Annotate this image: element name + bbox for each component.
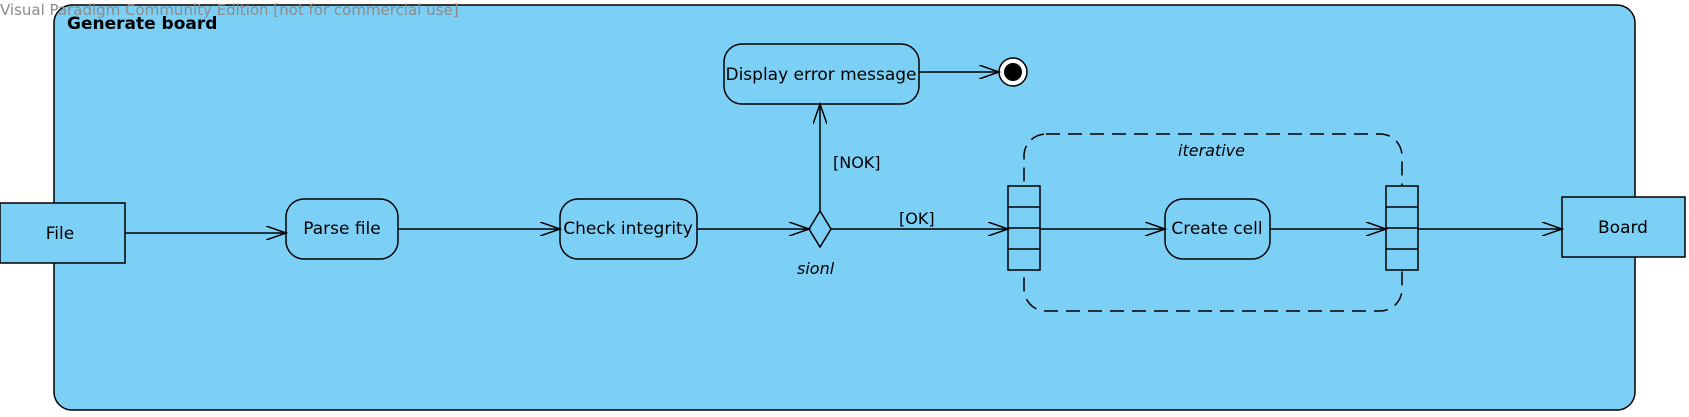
output-expansion-node[interactable]	[1385, 185, 1419, 271]
final-node[interactable]	[998, 57, 1028, 87]
input-expansion-node[interactable]	[1007, 185, 1041, 271]
guard-ok: [OK]	[899, 209, 935, 228]
board-node[interactable]: Board	[1561, 196, 1686, 258]
file-node[interactable]: File	[0, 202, 126, 264]
check-integrity-label: Check integrity	[563, 219, 693, 239]
check-integrity-action[interactable]: Check integrity	[559, 198, 698, 260]
decision-node[interactable]	[808, 209, 832, 249]
watermark-text: Visual Paradigm Community Edition [not f…	[0, 1, 459, 19]
decision-label: sionl	[797, 259, 835, 278]
expansion-region-label: iterative	[1178, 141, 1245, 160]
board-node-label: Board	[1598, 218, 1648, 238]
guard-nok: [NOK]	[833, 153, 881, 172]
display-error-action[interactable]: Display error message	[723, 43, 920, 105]
create-cell-action[interactable]: Create cell	[1164, 198, 1271, 260]
display-error-label: Display error message	[725, 65, 916, 85]
activity-title: Generate board	[67, 14, 217, 34]
file-node-label: File	[46, 224, 74, 244]
create-cell-label: Create cell	[1171, 219, 1262, 239]
parse-file-action[interactable]: Parse file	[285, 198, 399, 260]
parse-file-label: Parse file	[303, 219, 381, 239]
